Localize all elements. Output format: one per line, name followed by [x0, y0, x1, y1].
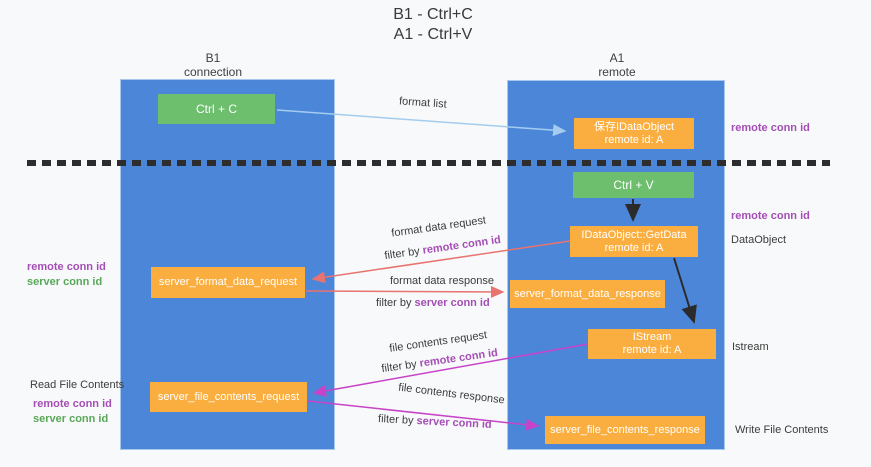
format-data-response-arrow: [305, 285, 505, 298]
server-format-data-response-label: server_format_data_response: [514, 287, 661, 300]
idataobject-getdata-line1: IDataObject::GetData: [581, 228, 687, 241]
filter-by-text: filter by: [383, 244, 424, 263]
server-conn-id-value: server conn id: [414, 297, 490, 309]
server-format-data-request-label: server_format_data_request: [158, 276, 298, 288]
ctrl-c-node: Ctrl + C: [158, 94, 275, 124]
ctrl-v-node: Ctrl + V: [573, 172, 694, 198]
istream-side-label: Istream: [732, 341, 769, 353]
diagram-title-line2: A1 - Ctrl+V: [393, 26, 473, 43]
dataobject-label: DataObject: [731, 234, 787, 246]
right-remote-conn-id-label-1: remote conn id: [731, 122, 810, 134]
left-server-conn-id-label-1: server conn id: [27, 276, 103, 288]
format-data-request-label: format data request: [390, 214, 487, 240]
idataobject-getdata-line2: remote id: A: [604, 241, 664, 254]
save-idataobject-line1: 保存IDataObject: [593, 120, 675, 133]
write-file-contents-label: Write File Contents: [735, 424, 829, 436]
left-column-name: B1: [205, 51, 221, 65]
format-data-response-label: format data response: [390, 275, 494, 287]
filter-by-server-conn-id-label-2: filter by server conn id: [378, 413, 492, 431]
file-contents-response-label: file contents response: [397, 381, 506, 407]
save-idataobject-node: 保存IDataObject remote id: A: [574, 118, 694, 149]
server-format-data-response-node: server_format_data_response: [510, 280, 665, 308]
phase-separator-dashed-line: [27, 160, 830, 166]
right-column-header: A1 remote: [562, 51, 672, 79]
filter-by-text: filter by: [380, 357, 421, 376]
right-remote-conn-id-label-2: remote conn id: [731, 210, 810, 222]
diagram-title: B1 - Ctrl+C A1 - Ctrl+V: [368, 5, 498, 45]
left-remote-conn-id-label-1: remote conn id: [27, 261, 106, 273]
right-column-subtitle: remote: [598, 65, 636, 79]
left-remote-conn-id-label-2: remote conn id: [33, 398, 112, 410]
left-column-header: B1 connection: [158, 51, 268, 79]
istream-line1: IStream: [632, 331, 672, 343]
left-server-conn-id-label-2: server conn id: [33, 413, 109, 425]
istream-line2: remote id: A: [622, 344, 682, 356]
remote-conn-id-value: remote conn id: [418, 346, 499, 370]
ctrl-v-label: Ctrl + V: [613, 178, 654, 192]
idataobject-getdata-node: IDataObject::GetData remote id: A: [570, 226, 698, 257]
server-file-contents-response-node: server_file_contents_response: [545, 416, 705, 444]
save-idataobject-line2: remote id: A: [604, 133, 664, 146]
istream-node: IStream remote id: A: [588, 329, 716, 359]
filter-by-text: filter by: [376, 297, 415, 309]
right-column-name: A1: [609, 51, 625, 65]
server-file-contents-request-label: server_file_contents_request: [157, 390, 300, 403]
filter-by-text: filter by: [377, 413, 417, 428]
server-format-data-request-node: server_format_data_request: [151, 267, 305, 298]
server-file-contents-response-label: server_file_contents_response: [550, 423, 700, 436]
left-column-subtitle: connection: [183, 65, 243, 79]
read-file-contents-label: Read File Contents: [30, 379, 125, 391]
diagram-title-line1: B1 - Ctrl+C: [393, 6, 473, 23]
server-file-contents-request-node: server_file_contents_request: [150, 382, 307, 412]
remote-conn-id-value: remote conn id: [421, 233, 502, 257]
format-list-label: format list: [398, 95, 448, 111]
ctrl-c-label: Ctrl + C: [195, 102, 237, 116]
server-conn-id-value: server conn id: [416, 415, 492, 431]
filter-by-server-conn-id-label-1: filter by server conn id: [376, 297, 490, 309]
